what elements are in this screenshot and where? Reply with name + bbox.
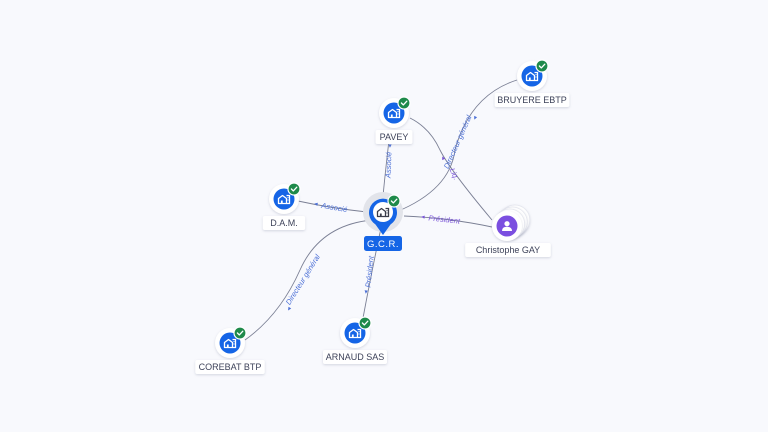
node-label: Christophe GAY [476,245,540,255]
node-label-bg [195,360,265,374]
node-label: PAVEY [380,132,409,142]
center-label: G.C.R. [367,239,399,250]
edge-arrow-icon [474,115,478,120]
edge-gcr-corebat[interactable] [244,219,373,341]
node-icon-circle [521,65,543,87]
verified-check-icon [287,182,301,196]
node-icon-circle [383,102,405,124]
edge-label: Associé [384,152,394,180]
edge-label: Directeur général [284,253,322,307]
node-icon-circle [344,322,366,344]
node-label-bg [375,130,413,144]
edges-layer [244,79,518,341]
node-label: D.A.M. [270,218,298,228]
node-icon-circle [273,188,295,210]
node-label-bg [262,216,306,230]
edge-gcr-bruyere[interactable] [395,79,518,213]
edge-arrow-icon [364,290,368,294]
node-pavey[interactable]: PAVEY [375,96,413,144]
edge-arrow-icon [388,144,392,148]
node-label: BRUYERE EBTP [497,95,567,105]
edge-gcr-dam[interactable] [297,200,368,213]
verified-check-icon [535,59,549,73]
edge-christophe-gcr[interactable] [403,215,493,228]
node-arnaud[interactable]: ARNAUD SAS [323,316,387,364]
node-dam[interactable]: D.A.M. [262,182,306,230]
verified-check-icon [358,316,372,330]
edge-arrow-icon [314,202,318,206]
edge-christophe-pavey[interactable] [409,117,493,221]
node-bruyere[interactable]: BRUYERE EBTP [494,59,570,107]
person-icon [502,221,512,231]
edge-arrow-icon [288,306,292,311]
node-label-bg [323,350,387,364]
verified-check-icon [397,96,411,110]
center-label-bg [364,236,402,251]
edge-arrow-icon [442,156,446,161]
edge-label: Président [363,255,375,288]
node-christophe[interactable]: Christophe GAY [465,204,551,257]
edge-arrow-icon [421,215,425,219]
center-node-gcr[interactable]: G.C.R. [363,192,403,251]
node-label-bg [494,93,570,107]
node-label-bg [465,243,551,257]
edge-label: Associé [320,201,348,215]
nodes-layer: PAVEY BRUYERE EBTP D.A.M. Christophe GAY COR… [195,59,570,374]
edge-label: Directeur général [442,114,474,171]
node-label: COREBAT BTP [199,362,262,372]
node-corebat[interactable]: COREBAT BTP [195,326,265,374]
node-label: ARNAUD SAS [326,352,385,362]
node-icon-circle [219,332,241,354]
edge-label: Président [428,213,461,225]
verified-check-icon [233,326,247,340]
verified-check-icon [387,194,401,208]
